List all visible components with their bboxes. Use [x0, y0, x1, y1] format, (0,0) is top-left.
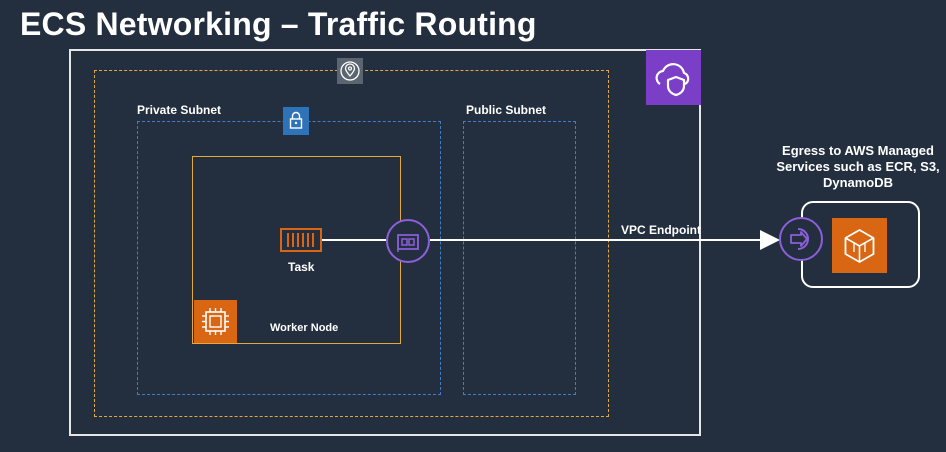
container-icon: [280, 228, 322, 252]
task-label: Task: [288, 260, 315, 274]
aws-service-cube-icon: [832, 218, 887, 273]
ec2-instance-icon: [194, 300, 237, 343]
page-title: ECS Networking – Traffic Routing: [20, 6, 537, 42]
lock-icon: [283, 107, 309, 135]
worker-node-label: Worker Node: [270, 322, 339, 334]
public-subnet-boundary: [463, 121, 576, 395]
network-interface-icon: [385, 218, 431, 264]
public-subnet-label: Public Subnet: [466, 103, 547, 117]
egress-description: Egress to AWS Managed Services such as E…: [776, 143, 940, 190]
private-subnet-label: Private Subnet: [137, 103, 222, 117]
vpc-endpoint-icon: [778, 216, 824, 262]
location-pin-icon: [337, 58, 363, 84]
vpc-endpoint-label: VPC Endpoint: [621, 223, 701, 237]
vpc-boundary: [69, 49, 701, 436]
vpc-cloud-shield-icon: [646, 50, 701, 105]
